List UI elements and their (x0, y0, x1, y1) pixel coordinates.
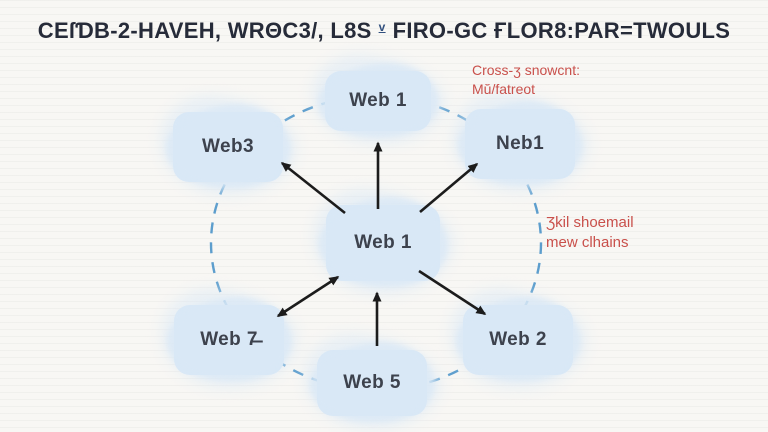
node-label: Web 2 (489, 329, 547, 350)
node-label: Neb1 (495, 133, 545, 154)
annotation-mid-right: Ʒkil shoemail mew clhains (546, 213, 634, 254)
node-label: Web 7̶ (200, 329, 258, 350)
title-symbol: v (378, 20, 386, 34)
annotation-line: Ʒkil shoemail (546, 214, 634, 231)
annotation-top-right: Cross-ʒ snowcnt: Mŭ/fatreot (472, 61, 580, 99)
node-label: Web 5 (343, 372, 401, 393)
title-part1: CEſƊB-2-HAVEH, WRΘC3/, L8S (37, 18, 372, 43)
node-bottom-left: Web 7̶ (174, 305, 284, 375)
node-label: Web 1 (354, 232, 412, 253)
page-title: CEſƊB-2-HAVEH, WRΘC3/, L8S v FIRO-GC ҒLOR8… (0, 18, 768, 44)
node-label: Web3 (202, 136, 254, 157)
annotation-line: Mŭ/fatreot (472, 80, 536, 97)
node-bottom-mid: Web 5 (317, 350, 427, 416)
node-top: Web 1 (325, 71, 431, 131)
annotation-line: Cross-ʒ snowcnt: (472, 62, 580, 78)
node-hub: Web 1 (326, 205, 440, 281)
annotation-line: mew clhains (546, 234, 629, 252)
node-bottom-right: Web 2 (463, 305, 573, 375)
title-part2: FIRO-GC ҒLOR8:PAR=TWOULS (392, 18, 731, 43)
node-label: Web 1 (349, 90, 407, 111)
node-top-left: Web3 (173, 112, 283, 182)
node-top-right: Neb1 (465, 109, 575, 179)
